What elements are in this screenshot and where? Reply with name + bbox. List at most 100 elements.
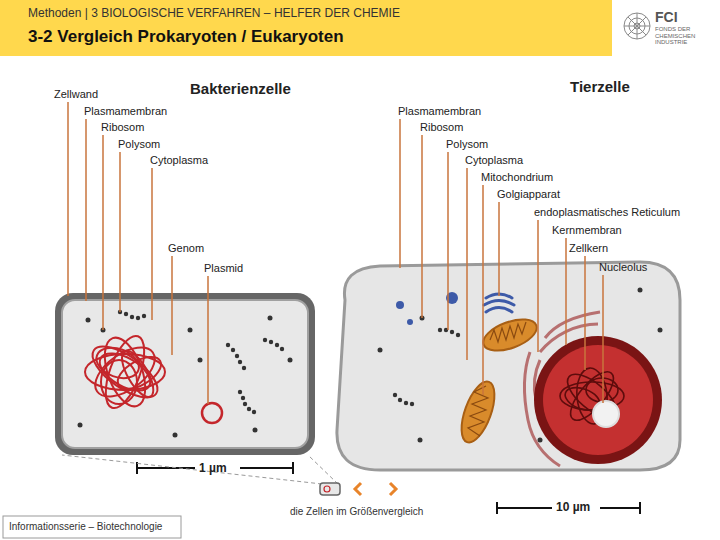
comparison-icon bbox=[320, 483, 340, 495]
bacterial-genome bbox=[85, 331, 166, 413]
footer-box bbox=[3, 516, 181, 538]
leader-line bbox=[565, 238, 567, 345]
bacterial-ribosomes bbox=[198, 358, 203, 363]
comparison-icon bbox=[324, 486, 330, 492]
header-text: Methoden | 3 BIOLOGISCHE VERFAHREN – HEL… bbox=[28, 7, 400, 21]
bacterial-genome bbox=[85, 337, 166, 407]
golgi-apparatus bbox=[484, 301, 514, 306]
part-name: Golgiapparat bbox=[497, 188, 560, 201]
bacterial-ribosomes bbox=[142, 314, 146, 318]
part-name: Ribosom bbox=[420, 121, 463, 134]
bacterial-ribosomes bbox=[235, 354, 239, 358]
bacterial-cell bbox=[55, 293, 315, 455]
bacterial-genome bbox=[87, 338, 163, 406]
endoplasmic-reticulum bbox=[545, 312, 600, 338]
part-name: endoplasmatisches Reticulum bbox=[534, 206, 680, 219]
part-name: Cytoplasma bbox=[150, 154, 208, 167]
mitochondria bbox=[490, 322, 526, 342]
leader-line bbox=[399, 119, 401, 268]
bacterial-ribosomes bbox=[238, 360, 242, 364]
leader-line bbox=[151, 168, 153, 320]
bacterial-ribosomes bbox=[275, 343, 279, 347]
bacterial-ribosomes bbox=[173, 433, 178, 438]
golgi-apparatus bbox=[486, 308, 512, 313]
nucleus bbox=[534, 336, 662, 464]
nucleus bbox=[586, 378, 618, 402]
comparison-icon bbox=[62, 455, 396, 495]
bacterial-ribosomes bbox=[86, 318, 91, 323]
leader-line bbox=[85, 119, 87, 301]
bacterial-ribosomes bbox=[269, 340, 273, 344]
bacterial-ribosomes bbox=[226, 343, 230, 347]
part-name: Genom bbox=[168, 242, 204, 255]
nucleus bbox=[564, 365, 621, 426]
bacterial-ribosomes bbox=[243, 402, 247, 406]
mitochondria bbox=[479, 313, 541, 357]
part-name: Kernmembran bbox=[552, 224, 622, 237]
leader-line bbox=[447, 152, 449, 330]
part-name: Polysom bbox=[446, 138, 488, 151]
animal-ribosomes bbox=[393, 393, 397, 397]
animal-ribosomes bbox=[658, 328, 663, 333]
leader-line bbox=[584, 256, 586, 370]
leader-line bbox=[482, 185, 484, 395]
bacterial-ribosomes bbox=[263, 338, 267, 342]
bacterial-cell bbox=[62, 300, 308, 448]
part-name: Plasmid bbox=[204, 262, 243, 275]
footer-text: Informationsserie – Biotechnologie bbox=[9, 521, 162, 533]
comparison-icon bbox=[62, 455, 338, 484]
leader-line bbox=[171, 256, 173, 355]
bacterial-ribosomes bbox=[231, 348, 235, 352]
part-name: Plasmamembran bbox=[398, 105, 481, 118]
logo-emblem bbox=[624, 13, 650, 39]
cell-region: Bakterienzelle bbox=[55, 290, 317, 458]
vesicles bbox=[407, 319, 413, 325]
golgi-apparatus bbox=[484, 294, 514, 312]
bacterial-ribosomes bbox=[78, 310, 293, 438]
bacterial-ribosomes bbox=[238, 390, 242, 394]
nucleus bbox=[534, 336, 662, 464]
bacterial-ribosomes bbox=[247, 407, 251, 411]
animal-ribosomes bbox=[378, 288, 663, 443]
nucleus bbox=[560, 365, 624, 426]
bacterial-ribosomes bbox=[136, 316, 140, 320]
bacterial-ribosomes bbox=[241, 396, 245, 400]
cell-region: Tierzelle bbox=[335, 262, 682, 472]
leader-line bbox=[119, 152, 121, 312]
animal-ribosomes bbox=[438, 328, 442, 332]
vesicles bbox=[396, 301, 404, 309]
logo-emblem bbox=[624, 13, 650, 39]
animal-ribosomes bbox=[418, 438, 423, 443]
plasmid-ring bbox=[202, 403, 222, 423]
bacterial-cell bbox=[55, 293, 315, 455]
comparison-icon bbox=[390, 483, 396, 495]
mitochondria bbox=[455, 377, 501, 446]
animal-ribosomes bbox=[456, 333, 460, 337]
bacterial-ribosomes bbox=[288, 358, 293, 363]
bacterial-genome bbox=[113, 351, 167, 396]
logo-text: FCI bbox=[655, 9, 678, 25]
leader-line bbox=[498, 202, 500, 296]
leader-line bbox=[207, 276, 209, 404]
bacterial-ribosomes bbox=[252, 410, 256, 414]
part-name: Plasmamembran bbox=[84, 105, 167, 118]
slide-title: 3-2 Vergleich Prokaryoten / Eukaryoten bbox=[28, 27, 344, 47]
cell-heading: Bakterienzelle bbox=[190, 80, 291, 97]
nucleus bbox=[593, 401, 619, 427]
leader-line bbox=[466, 168, 468, 360]
part-name: Ribosom bbox=[101, 121, 144, 134]
animal-ribosomes bbox=[378, 348, 383, 353]
part-name: Cytoplasma bbox=[465, 154, 523, 167]
caption-note: die Zellen im Größenvergleich bbox=[290, 506, 423, 518]
animal-ribosomes bbox=[398, 398, 402, 402]
scale-label: 10 µm bbox=[556, 501, 590, 515]
leader-line bbox=[602, 275, 604, 403]
mitochondria bbox=[468, 386, 488, 436]
leader-line bbox=[67, 102, 69, 296]
part-name: Zellwand bbox=[54, 88, 98, 101]
part-name: Mitochondrium bbox=[481, 171, 553, 184]
animal-ribosomes bbox=[450, 330, 454, 334]
nucleus bbox=[543, 345, 653, 455]
animal-cell bbox=[337, 262, 680, 470]
